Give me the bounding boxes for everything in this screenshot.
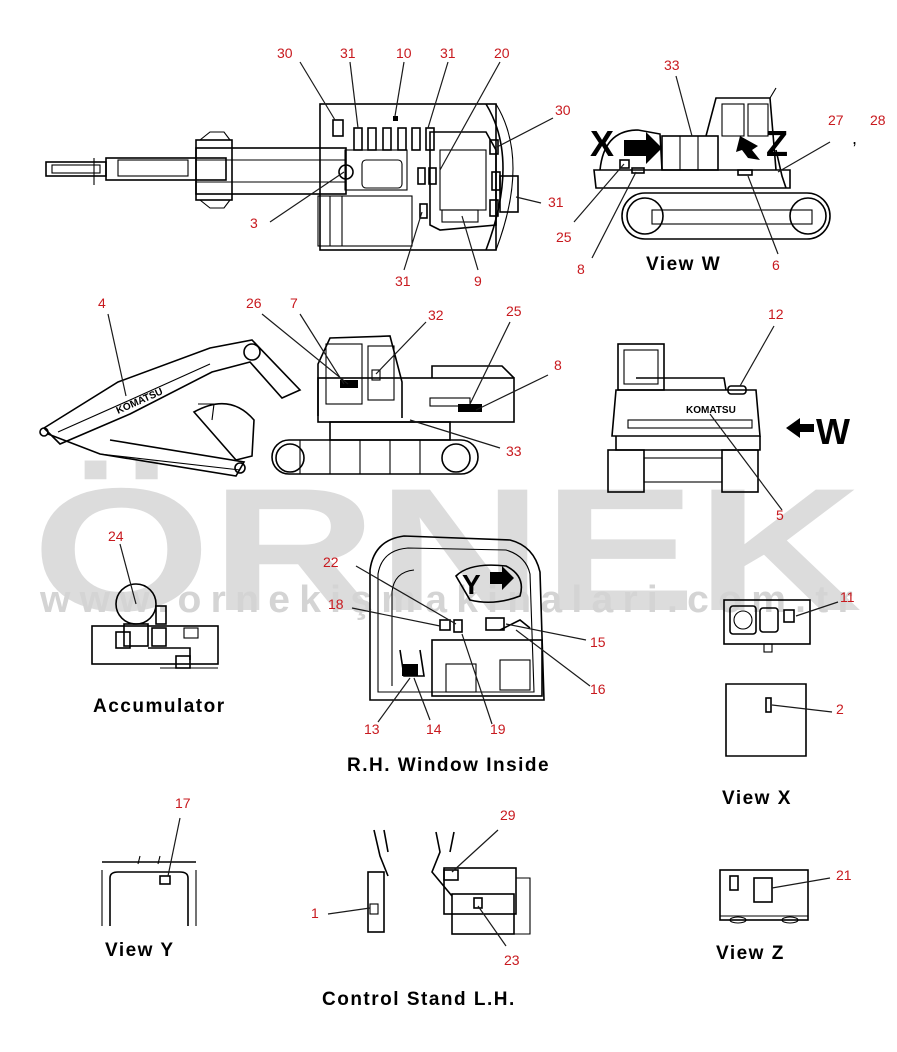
view-letter-z: Z: [766, 123, 788, 164]
separator-comma: ,: [852, 128, 857, 148]
view-letter-y: Y: [462, 569, 481, 600]
side-view-machine: [39, 313, 549, 477]
callout-7: 7: [290, 295, 298, 311]
callout-5: 5: [776, 507, 784, 523]
callout-19: 19: [490, 721, 506, 737]
callout-28: 28: [870, 112, 886, 128]
callout-6: 6: [772, 257, 780, 273]
callout-31: 31: [440, 45, 456, 61]
caption-view-y: View Y: [105, 940, 175, 961]
callout-31: 31: [395, 273, 411, 289]
caption-view-x: View X: [722, 788, 792, 809]
caption-rh-window-inside: R.H. Window Inside: [347, 755, 550, 776]
callout-8: 8: [554, 357, 562, 373]
callout-31: 31: [340, 45, 356, 61]
callout-25: 25: [506, 303, 522, 319]
callout-1: 1: [311, 905, 319, 921]
view-z-detail: [719, 869, 831, 924]
rear-view-machine: [607, 325, 814, 511]
callout-24: 24: [108, 528, 124, 544]
callout-15: 15: [590, 634, 606, 650]
callout-23: 23: [504, 952, 520, 968]
callout-33: 33: [664, 57, 680, 73]
top-view-machine: [45, 61, 554, 271]
accumulator-detail: [91, 543, 219, 669]
caption-view-w: View W: [646, 254, 721, 275]
callout-4: 4: [98, 295, 106, 311]
watermark-url: www.ornekişmakinalari.com.tr: [39, 579, 862, 621]
caption-control-stand: Control Stand L.H.: [322, 989, 516, 1010]
callout-21: 21: [836, 867, 852, 883]
callout-8: 8: [577, 261, 585, 277]
view-x-detail: [723, 599, 839, 757]
caption-view-z: View Z: [716, 943, 785, 964]
callout-16: 16: [590, 681, 606, 697]
callout-12: 12: [768, 306, 784, 322]
callout-30: 30: [555, 102, 571, 118]
view-y-detail: [101, 817, 197, 926]
callout-11: 11: [840, 589, 855, 605]
view-letter-w: W: [816, 411, 850, 452]
callout-18: 18: [328, 596, 344, 612]
callout-22: 22: [323, 554, 339, 570]
callout-29: 29: [500, 807, 516, 823]
caption-accumulator: Accumulator: [93, 696, 226, 717]
callout-9: 9: [474, 273, 482, 289]
callout-3: 3: [250, 215, 258, 231]
boom-brand-label: KOMATSU: [115, 386, 165, 416]
callout-27: 27: [828, 112, 844, 128]
callout-32: 32: [428, 307, 444, 323]
control-stand-detail: [327, 829, 531, 947]
rear-brand-label: KOMATSU: [686, 405, 736, 416]
view-w-machine: [573, 75, 831, 259]
callout-13: 13: [364, 721, 380, 737]
view-letter-x: X: [590, 123, 614, 164]
callout-17: 17: [175, 795, 191, 811]
callout-25: 25: [556, 229, 572, 245]
callout-20: 20: [494, 45, 510, 61]
watermark: ÖRNEK www.ornekişmakinalari.com.tr: [32, 453, 862, 648]
rh-window-inside-detail: [351, 535, 591, 725]
callout-31: 31: [548, 194, 564, 210]
callout-26: 26: [246, 295, 262, 311]
callout-14: 14: [426, 721, 442, 737]
callout-10: 10: [396, 45, 412, 61]
callout-30: 30: [277, 45, 293, 61]
callout-2: 2: [836, 701, 844, 717]
callout-33: 33: [506, 443, 522, 459]
